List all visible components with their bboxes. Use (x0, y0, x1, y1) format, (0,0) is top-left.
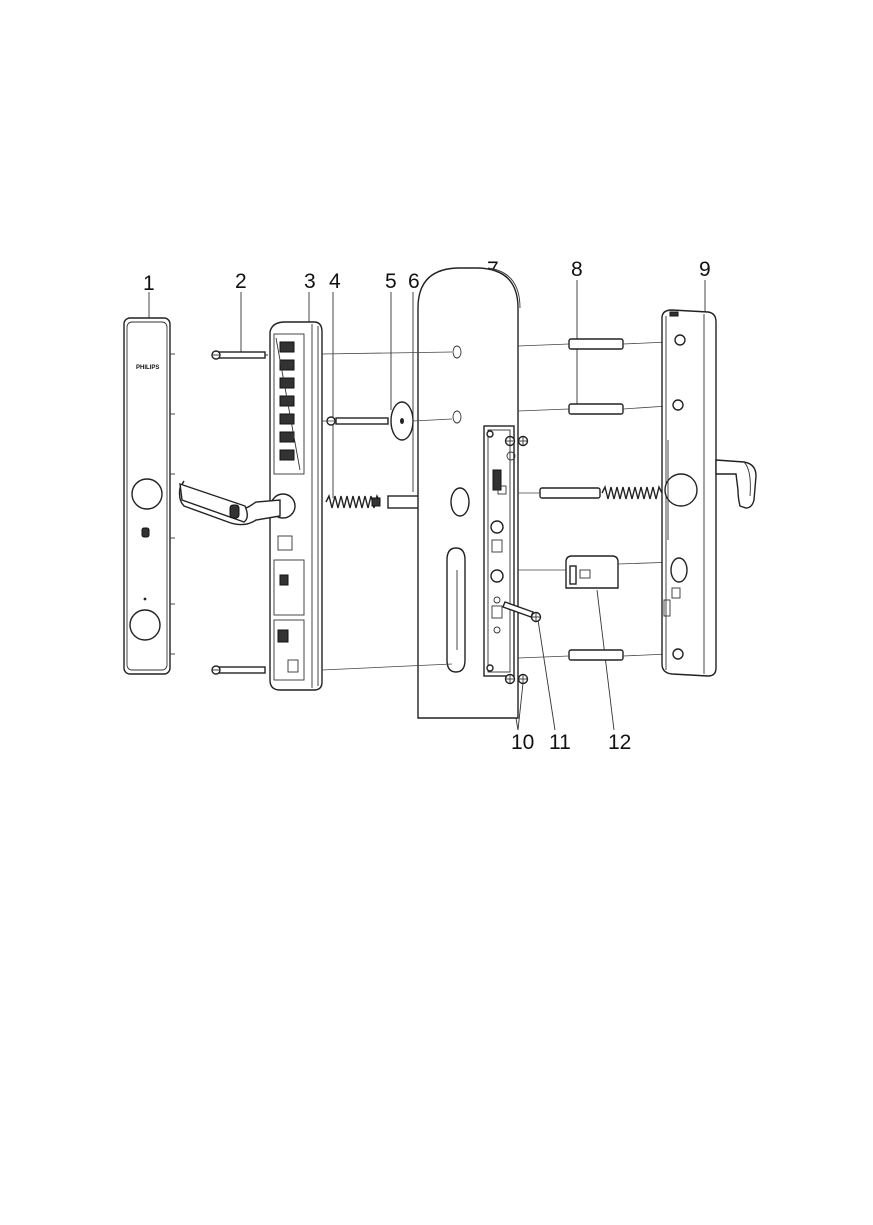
callout-4: 4 (329, 270, 341, 293)
rear-lever-handle (716, 460, 756, 508)
part-8-spacer-posts (540, 339, 662, 660)
callout-10: 10 (511, 731, 534, 754)
part-1-front-cover: PHILIPS (124, 318, 175, 674)
part-7-mortise-body (484, 426, 515, 676)
callout-8: 8 (571, 258, 583, 281)
callout-6: 6 (408, 270, 420, 293)
brand-mark: PHILIPS (136, 365, 159, 371)
part-12-euro-cylinder (566, 556, 618, 588)
callout-5: 5 (385, 270, 397, 293)
part-5-washer (327, 402, 413, 440)
part-9-rear-lock-body (662, 310, 716, 676)
front-lever-handle (180, 481, 281, 525)
callout-3: 3 (304, 270, 316, 293)
callout-2: 2 (235, 270, 247, 293)
callout-9: 9 (699, 258, 711, 281)
part-4-spring (326, 496, 380, 508)
callout-12: 12 (608, 731, 631, 754)
callout-11: 11 (549, 731, 571, 754)
callout-1: 1 (143, 272, 155, 295)
